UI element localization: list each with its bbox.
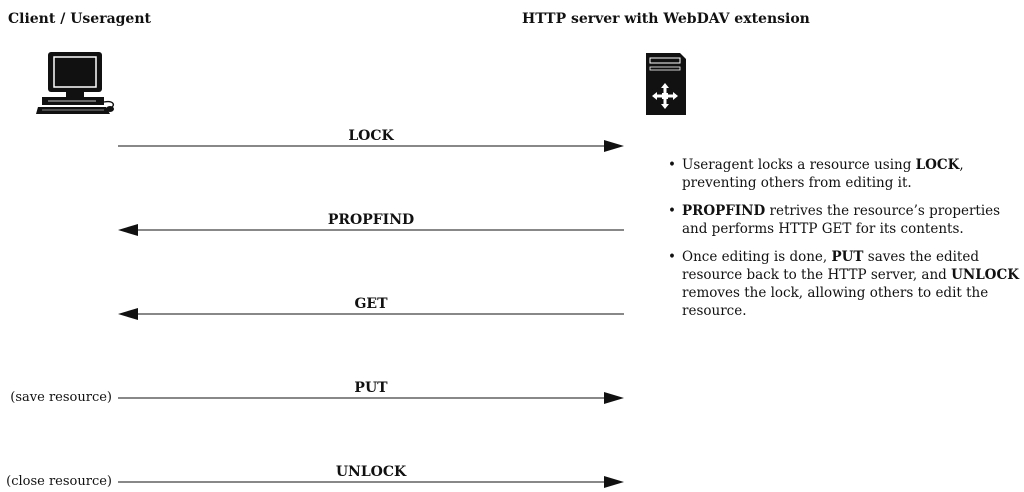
- note-item: Useragent locks a resource using LOCK, p…: [664, 156, 1024, 192]
- arrow-get: [118, 308, 624, 320]
- message-label-lock: LOCK: [348, 128, 394, 144]
- note-item: Once editing is done, PUT saves the edit…: [664, 248, 1024, 320]
- message-label-propfind: PROPFIND: [327, 212, 415, 228]
- message-label-put: PUT: [354, 380, 388, 396]
- note-text: Once editing is done,: [682, 249, 832, 265]
- arrow-unlock: [118, 476, 624, 488]
- arrow-lock: [118, 140, 624, 152]
- note-text: Useragent locks a resource using: [682, 157, 916, 173]
- note-text: removes the lock, allowing others to edi…: [682, 285, 989, 319]
- side-note-save-resource: (save resource): [10, 390, 112, 405]
- message-label-get: GET: [354, 296, 388, 312]
- note-text: saves the edited resource back to the HT…: [682, 249, 979, 283]
- note-text: retrives the resource’s properties and p…: [682, 203, 1001, 237]
- arrow-put: [118, 392, 624, 404]
- client-actor-title: Client / Useragent: [8, 11, 151, 27]
- message-label-unlock: UNLOCK: [335, 464, 407, 480]
- server-actor-title: HTTP server with WebDAV extension: [522, 11, 810, 27]
- note-keyword: PUT: [831, 249, 864, 265]
- explanation-notes: Useragent locks a resource using LOCK, p…: [664, 156, 1024, 330]
- note-keyword: LOCK: [915, 157, 960, 173]
- side-note-close-resource: (close resource): [6, 474, 112, 489]
- server-tower-icon: [644, 49, 688, 117]
- note-keyword: PROPFIND: [682, 203, 766, 219]
- desktop-computer-icon: [36, 50, 118, 116]
- note-text: , preventing others from editing it.: [682, 157, 964, 191]
- arrow-propfind: [118, 224, 624, 236]
- note-keyword: UNLOCK: [951, 267, 1019, 283]
- note-item: PROPFIND retrives the resource’s propert…: [664, 202, 1024, 238]
